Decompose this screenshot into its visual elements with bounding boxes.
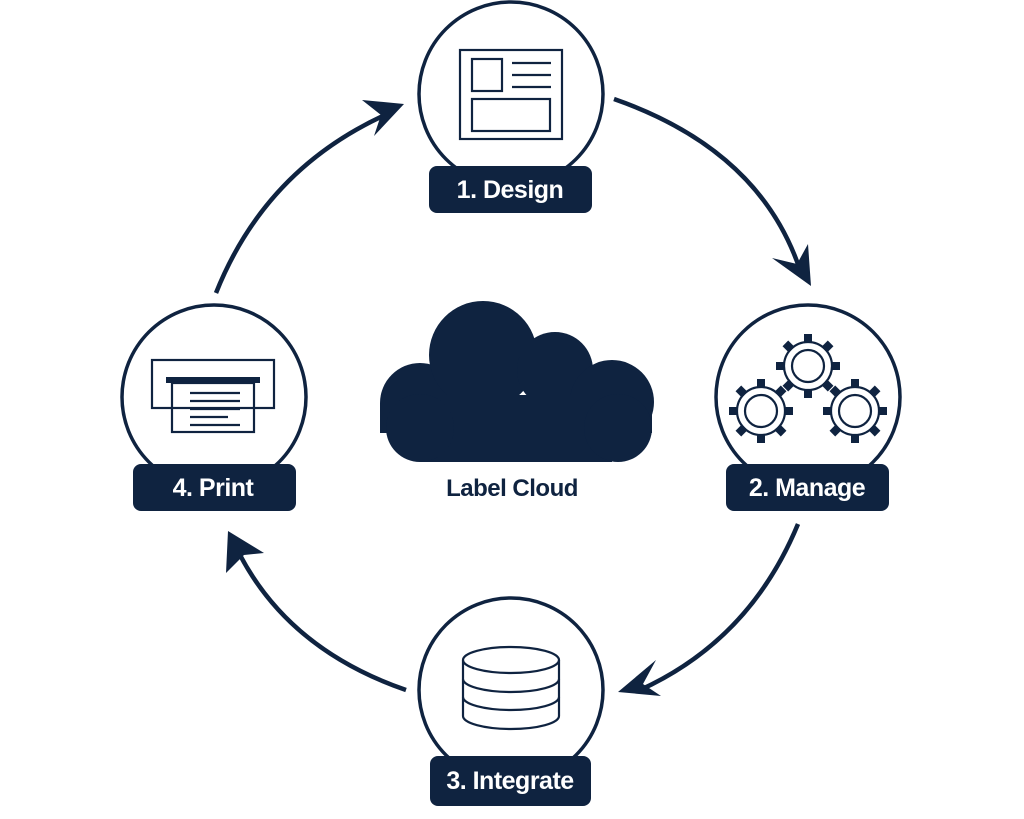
label-layout-icon (458, 48, 564, 141)
arrow-manage-to-integrate-head (618, 660, 661, 696)
step-integrate: 3. Integrate (417, 596, 605, 806)
gears-icon (729, 334, 887, 443)
step-design-label: 1. Design (457, 176, 564, 204)
step-design: 1. Design (417, 0, 605, 213)
step-integrate-circle (417, 596, 605, 784)
step-design-badge (429, 166, 592, 213)
step-manage-badge (726, 464, 889, 511)
step-print: 4. Print (120, 303, 308, 511)
arrow-manage-to-integrate (639, 523, 801, 693)
database-icon (461, 645, 561, 731)
step-integrate-badge (430, 756, 591, 806)
printer-icon (150, 358, 276, 434)
cloud-icon (380, 301, 654, 462)
arrow-print-to-design (213, 112, 386, 294)
arrow-integrate-to-print-head (226, 531, 264, 573)
arrow-print-to-design-head (362, 100, 404, 136)
arrow-design-to-manage (613, 96, 803, 271)
step-manage-label: 2. Manage (749, 474, 866, 502)
step-print-badge (133, 464, 296, 511)
step-integrate-label: 3. Integrate (446, 767, 574, 795)
center-label: Label Cloud (446, 475, 578, 502)
step-print-circle (120, 303, 308, 491)
center-label-cloud: Label Cloud (380, 301, 654, 502)
arrow-integrate-to-print (238, 553, 407, 693)
arrow-design-to-manage-head (772, 244, 811, 286)
step-manage: 2. Manage (714, 303, 902, 511)
step-print-label: 4. Print (173, 474, 255, 502)
flow-arrows (213, 96, 811, 696)
step-design-circle (417, 0, 605, 188)
